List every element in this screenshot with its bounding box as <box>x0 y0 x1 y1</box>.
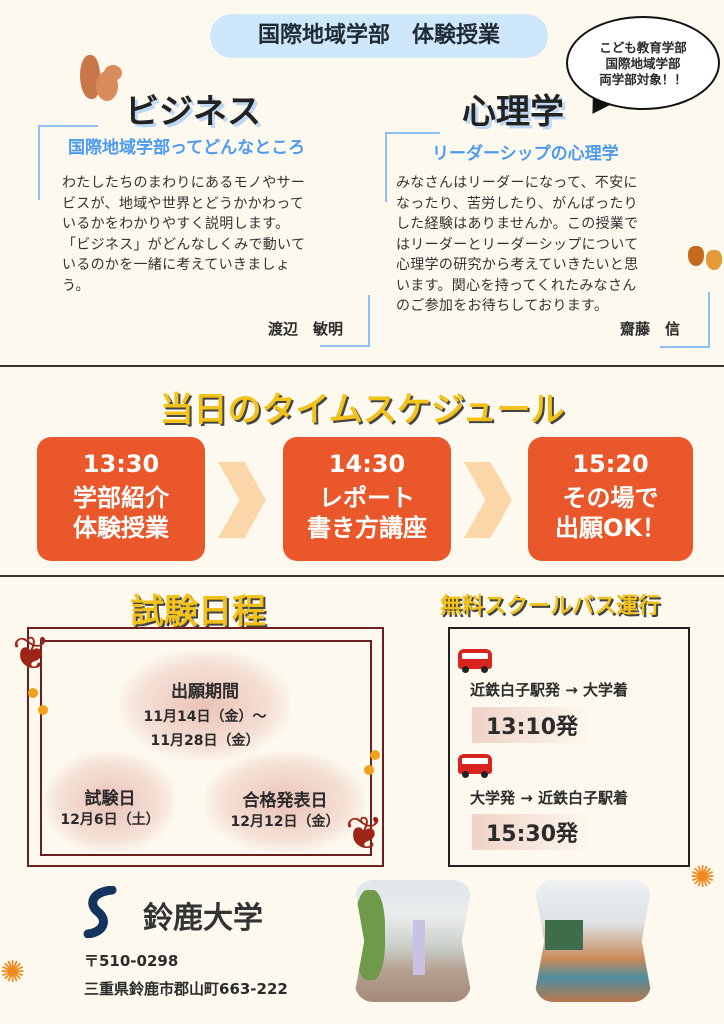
text-line: した経験はありませんか。この授業で <box>396 216 639 232</box>
chevron-right-icon <box>218 462 266 538</box>
application-period: 出願期間 11月14日（金）～ 11月28日（金） <box>120 677 290 753</box>
frame-corner <box>660 292 710 348</box>
text-line: いるのかを一緒に考えていきましょ <box>62 257 291 273</box>
business-heading: ビジネス <box>125 92 261 132</box>
berry-icon <box>364 765 374 775</box>
text-line: なったり、苦労したり、がんばったり <box>396 195 638 212</box>
schedule-time: 15:20 <box>572 450 649 478</box>
schedule-label: 学部紹介 <box>73 484 169 512</box>
text-line: わたしたちのまわりにあるモノやサー <box>62 175 306 191</box>
result-day: 合格発表日 12月12日（金） <box>205 786 365 831</box>
bus-box: 近鉄白子駅発 → 大学着 13:10発 大学発 → 近鉄白子駅着 15:30発 <box>448 627 690 867</box>
result-date: 12月12日（金） <box>230 814 340 830</box>
psychology-teacher: 齋藤 信 <box>620 320 681 338</box>
psychology-heading: 心理学 <box>462 92 564 132</box>
application-to: 11月28日（金） <box>150 733 260 749</box>
exam-frame-outer <box>27 627 384 867</box>
chevron-right-icon <box>464 462 512 538</box>
berry-icon <box>38 705 48 715</box>
schedule-label: レポート <box>319 484 415 512</box>
exam-heading: 試験日程 <box>130 592 266 632</box>
business-subtitle: 国際地域学部ってどんなところ <box>68 138 306 158</box>
university-name: 鈴鹿大学 <box>143 901 263 936</box>
university-logo-icon <box>83 886 117 938</box>
text-line: 「ビジネス」がどんなしくみで動いて <box>62 236 306 253</box>
schedule-label: 体験授業 <box>73 514 169 542</box>
lecture-hall-photo <box>535 880 651 1002</box>
autumn-leaf-icon: ✺ <box>690 860 716 895</box>
bus-icon <box>458 754 492 778</box>
schedule-item: 13:30 学部紹介 体験授業 <box>37 437 205 561</box>
exam-day: 試験日 12月6日（土） <box>45 784 175 829</box>
text-line: いるかをわかりやすく説明します。 <box>62 216 290 232</box>
acorn-icon <box>688 242 724 270</box>
bus-icon <box>458 649 492 673</box>
header-title: 国際地域学部 体験授業 <box>210 14 548 58</box>
result-label: 合格発表日 <box>242 791 328 811</box>
glow <box>45 752 175 852</box>
schedule-label: その場で <box>562 484 659 512</box>
bus-route: 近鉄白子駅発 → 大学着 <box>470 681 629 699</box>
exam-day-date: 12月6日（土） <box>60 812 160 828</box>
psychology-description: みなさんはリーダーになって、不安に なったり、苦労したり、がんばったり した経験… <box>396 173 696 317</box>
section-divider <box>0 575 724 577</box>
frame-corner <box>385 132 440 202</box>
address: 三重県鈴鹿市郡山町663-222 <box>84 980 288 998</box>
business-description: わたしたちのまわりにあるモノやサー ビスが、地域や世界とどうかかわって いるかを… <box>62 173 362 296</box>
exam-frame-inner <box>40 640 372 856</box>
campus-photo <box>355 880 471 1002</box>
psychology-subtitle: リーダーシップの心理学 <box>432 144 619 164</box>
schedule-item: 15:20 その場で 出願OK！ <box>528 437 693 561</box>
maple-leaf-icon: ❦ <box>345 806 384 860</box>
bubble-line: 両学部対象！！ <box>599 72 687 87</box>
postal-code: 〒510-0298 <box>84 952 179 970</box>
text-line: います。関心を持ってくれたみなさん <box>396 277 637 294</box>
berry-icon <box>370 750 380 760</box>
bus-time: 13:10発 <box>472 707 593 743</box>
text-line: 心理学の研究から考えていきたいと思 <box>396 257 639 273</box>
bubble-line: こども教育学部 <box>599 40 687 55</box>
autumn-leaf-icon: ✺ <box>0 955 26 990</box>
text-line: う。 <box>62 277 90 294</box>
application-from: 11月14日（金）～ <box>143 709 267 725</box>
schedule-heading: 当日のタイムスケジュール <box>159 390 565 430</box>
glow <box>120 650 290 760</box>
application-label: 出願期間 <box>171 682 239 702</box>
speech-bubble: こども教育学部 国際地域学部 両学部対象！！ <box>566 16 720 110</box>
bus-heading: 無料スクールバス運行 <box>440 594 661 619</box>
business-teacher: 渡辺 敏明 <box>268 320 344 338</box>
schedule-item: 14:30 レポート 書き方講座 <box>283 437 451 561</box>
schedule-label: 出願OK！ <box>555 514 666 542</box>
bus-time: 15:30発 <box>472 814 593 850</box>
text-line: みなさんはリーダーになって、不安に <box>396 175 638 191</box>
schedule-label: 書き方講座 <box>307 514 427 542</box>
text-line: のご参加をお待ちしております。 <box>396 298 609 314</box>
maple-leaf-icon: ❦ <box>12 626 51 680</box>
glow <box>205 752 365 852</box>
text-line: はリーダーとリーダーシップについて <box>396 236 639 253</box>
schedule-time: 14:30 <box>328 450 406 478</box>
berry-icon <box>28 688 38 698</box>
text-line: ビスが、地域や世界とどうかかわって <box>62 195 305 212</box>
exam-day-label: 試験日 <box>84 789 136 809</box>
bubble-line: 国際地域学部 <box>605 56 681 71</box>
frame-corner <box>38 125 98 200</box>
section-divider <box>0 365 724 367</box>
schedule-time: 13:30 <box>82 450 160 478</box>
frame-corner <box>320 295 370 347</box>
squirrel-icon <box>80 55 124 105</box>
bus-route: 大学発 → 近鉄白子駅着 <box>470 789 629 807</box>
